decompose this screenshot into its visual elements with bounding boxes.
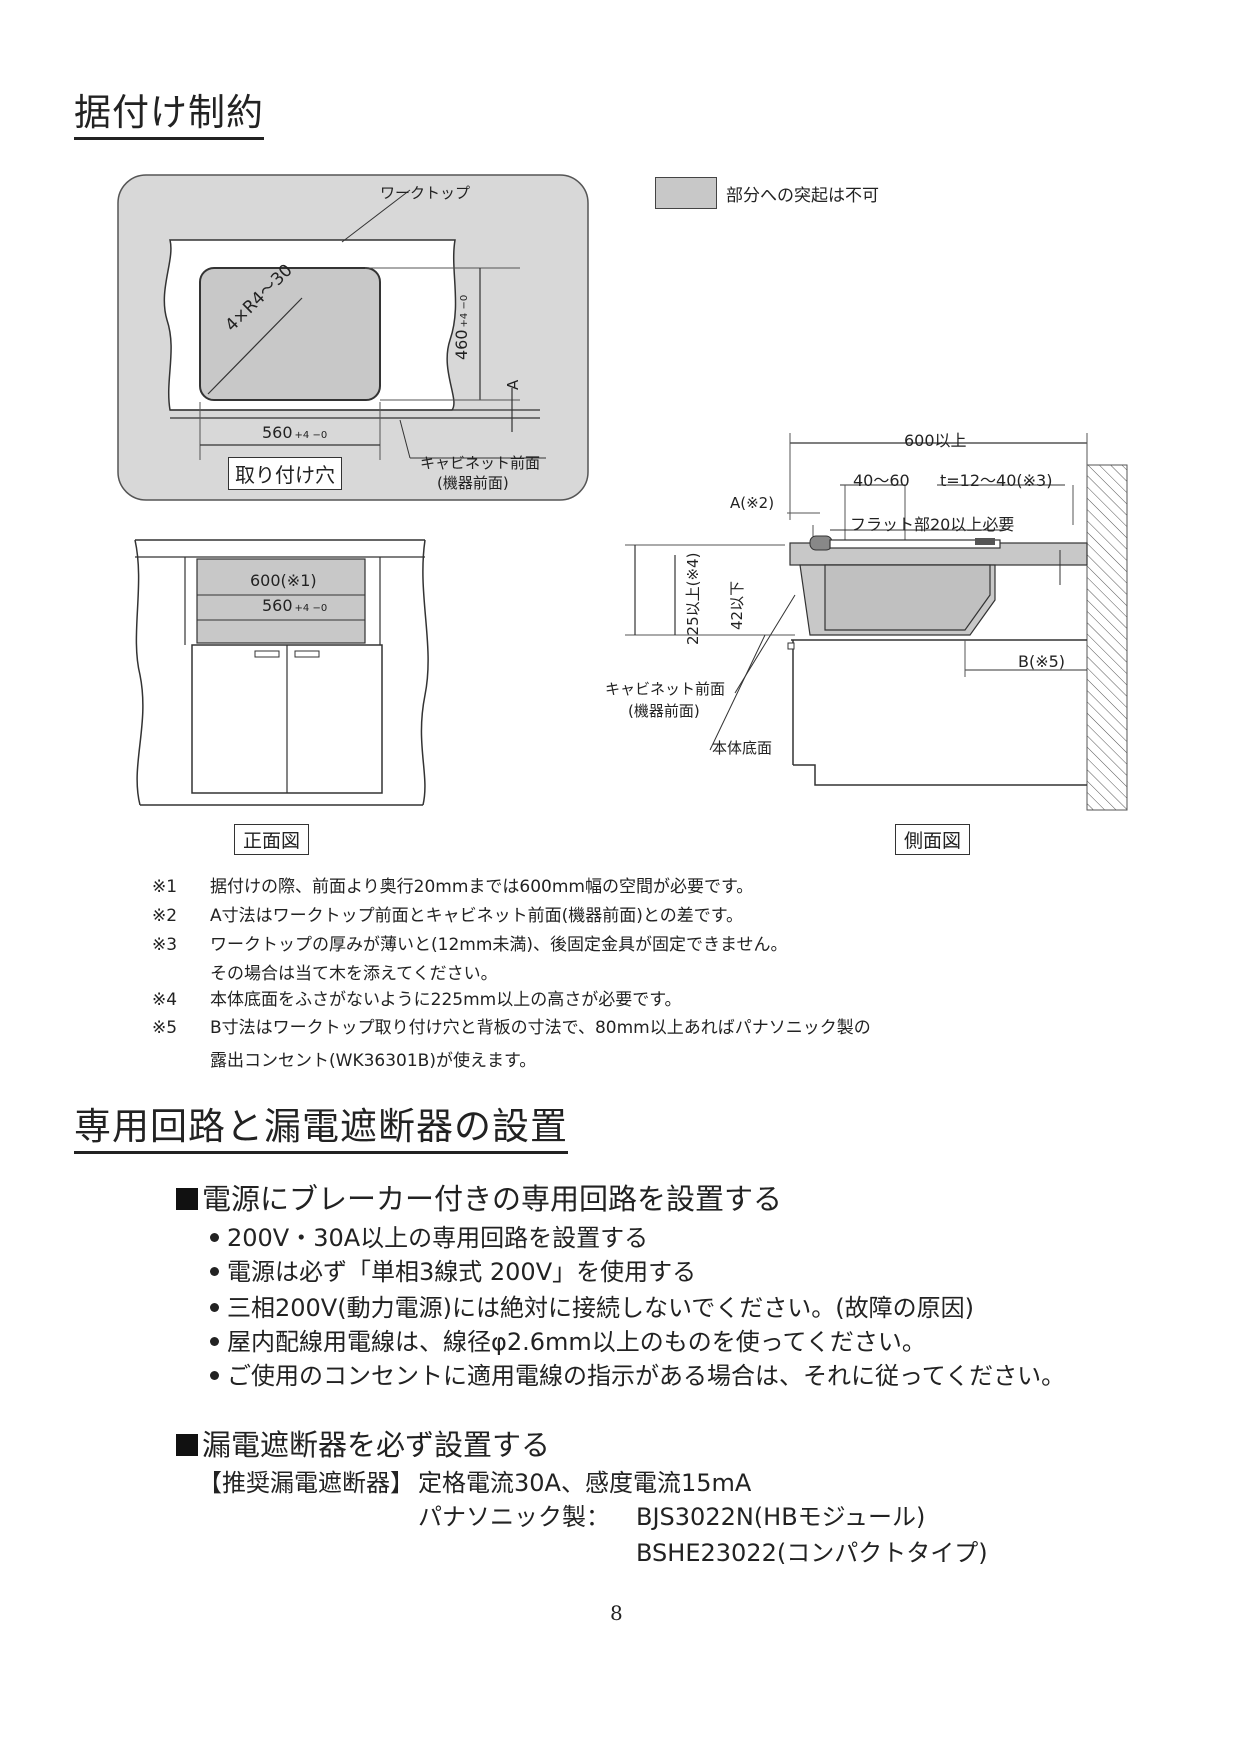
front-dim-560: 560+4 −0 bbox=[262, 596, 328, 615]
cabinet-front-label-side: キャビネット前面 bbox=[605, 680, 726, 698]
front-dim-600: 600(※1) bbox=[250, 571, 317, 590]
maker-label: パナソニック製： bbox=[418, 1503, 610, 1531]
flat-requirement-label: フラット部20以上必要 bbox=[850, 515, 1015, 534]
model-1: BJS3022N(HBモジュール) bbox=[636, 1503, 926, 1531]
side-dim-thickness: t=12～40(※3) bbox=[940, 471, 1053, 490]
front-view-label: 正面図 bbox=[234, 824, 310, 855]
cabinet-front-label-top: キャビネット前面 bbox=[420, 454, 541, 472]
bullet-icon bbox=[210, 1370, 219, 1380]
dimension-a-top: A bbox=[504, 379, 522, 390]
width-dimension: 560+4 −0 bbox=[262, 423, 328, 442]
section-title-circuit: 専用回路と漏電遮断器の設置 bbox=[74, 1105, 568, 1154]
side-dim-42: 42以下 bbox=[728, 580, 746, 630]
legend-text: 部分への突起は不可 bbox=[726, 186, 879, 206]
legend-gray-swatch bbox=[655, 177, 717, 209]
bullet-item: 屋内配線用電線は、線径φ2.6mm以上のものを使ってください。 bbox=[210, 1322, 926, 1357]
bullet-icon bbox=[210, 1302, 219, 1312]
square-bullet-icon bbox=[176, 1188, 198, 1210]
model-2: BSHE23022(コンパクトタイプ) bbox=[636, 1539, 988, 1567]
mounting-hole-label: 取り付け穴 bbox=[228, 457, 342, 490]
note-5-cont: 露出コンセント(WK36301B)が使えます。 bbox=[210, 1051, 537, 1071]
section-title-installation: 据付け制約 bbox=[74, 91, 264, 140]
side-view-diagram bbox=[625, 433, 1128, 811]
device-front-label-top: (機器前面) bbox=[437, 474, 509, 492]
depth-dimension: 460+4 −0 bbox=[452, 294, 471, 360]
bullet-item: 200V・30A以上の専用回路を設置する bbox=[210, 1218, 648, 1253]
note-3-cont: その場合は当て木を添えてください。 bbox=[210, 964, 498, 984]
worktop-label: ワークトップ bbox=[380, 184, 471, 202]
subheading-breaker: 漏電遮断器を必ず設置する bbox=[176, 1422, 550, 1464]
front-view-diagram bbox=[134, 539, 429, 806]
side-dim-a: A(※2) bbox=[730, 494, 775, 512]
bullet-icon bbox=[210, 1266, 219, 1276]
square-bullet-icon bbox=[176, 1434, 198, 1456]
side-dim-225: 225以上(※4) bbox=[684, 552, 702, 645]
side-dim-40-60: 40～60 bbox=[853, 471, 910, 490]
bullet-icon bbox=[210, 1336, 219, 1346]
side-view-label: 側面図 bbox=[895, 824, 971, 855]
body-bottom-label: 本体底面 bbox=[712, 739, 773, 757]
recommend-label: 【推奨漏電遮断器】 bbox=[198, 1469, 414, 1497]
device-front-label-side: (機器前面) bbox=[628, 702, 700, 720]
page-number: 8 bbox=[610, 1601, 623, 1625]
bullet-item: 電源は必ず「単相3線式 200V」を使用する bbox=[210, 1252, 696, 1287]
bullet-item: ご使用のコンセントに適用電線の指示がある場合は、それに従ってください。 bbox=[210, 1356, 1065, 1391]
side-dim-600: 600以上 bbox=[904, 431, 967, 450]
bullet-item: 三相200V(動力電源)には絶対に接続しないでください。(故障の原因) bbox=[210, 1288, 974, 1323]
subheading-dedicated-circuit: 電源にブレーカー付きの専用回路を設置する bbox=[176, 1176, 782, 1218]
recommend-spec: 定格電流30A、感度電流15mA bbox=[418, 1469, 752, 1497]
top-view-diagram bbox=[117, 174, 589, 501]
side-dim-b: B(※5) bbox=[1018, 652, 1066, 671]
bullet-icon bbox=[210, 1232, 219, 1242]
